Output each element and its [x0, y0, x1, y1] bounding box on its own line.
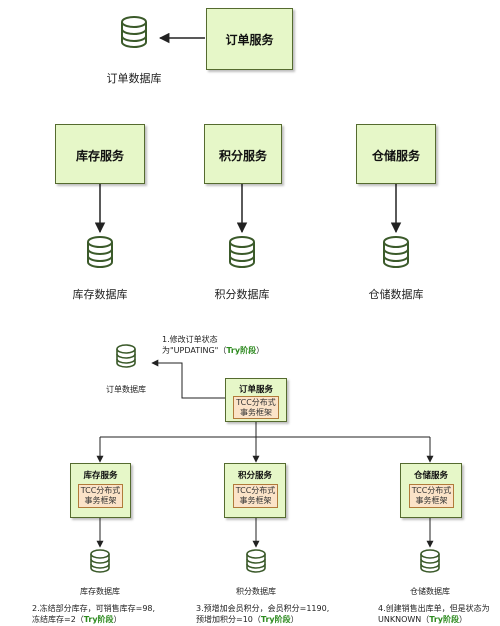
try-phase-label: Try阶段 [226, 346, 257, 355]
order-service-label-bottom: 订单服务 [238, 385, 273, 395]
inventory-db-label-bottom: 库存数据库 [80, 587, 120, 596]
tcc-framework-box-warehouse: TCC分布式 事务框架 [409, 484, 454, 508]
warehouse-service-box: 仓储服务 [356, 124, 436, 184]
order-db-label-bottom: 订单数据库 [106, 385, 146, 394]
inventory-service-label-bottom: 库存服务 [83, 471, 118, 481]
order-service-box-bottom: 订单服务 TCC分布式 事务框架 [225, 378, 287, 422]
inventory-db-icon [87, 236, 113, 268]
tcc-framework-box-points: TCC分布式 事务框架 [233, 484, 278, 508]
warehouse-db-label-bottom: 仓储数据库 [410, 587, 450, 596]
note-step-3: 3.预增加会员积分，会员积分=1190, 预增加积分=10（Try阶段） [196, 604, 330, 624]
points-db-label-bottom: 积分数据库 [236, 587, 276, 596]
warehouse-db-label: 仓储数据库 [368, 288, 424, 301]
warehouse-service-label: 仓储服务 [371, 149, 420, 163]
warehouse-service-label-bottom: 仓储服务 [413, 471, 448, 481]
tcc-framework-box-order: TCC分布式 事务框架 [233, 396, 279, 419]
order-db-label: 订单数据库 [106, 72, 162, 85]
tcc-framework-box-inventory: TCC分布式 事务框架 [78, 484, 123, 508]
order-db-icon [121, 16, 147, 48]
note-step-4: 4.创建销售出库单，但是状态为 UNKNOWN（Try阶段） [378, 604, 490, 624]
points-service-box-bottom: 积分服务 TCC分布式 事务框架 [224, 463, 286, 518]
points-db-icon-bottom [246, 549, 266, 573]
warehouse-service-box-bottom: 仓储服务 TCC分布式 事务框架 [400, 463, 462, 518]
warehouse-db-icon [383, 236, 409, 268]
points-service-label: 积分服务 [218, 149, 267, 163]
note-step-1-line1: 1.修改订单状态 [162, 335, 218, 344]
order-service-box: 订单服务 [206, 8, 293, 70]
inventory-service-box: 库存服务 [55, 124, 145, 184]
note-step-1-line2: 为"UPDATING"（Try阶段） [162, 346, 265, 355]
points-db-label: 积分数据库 [214, 288, 270, 301]
points-service-box: 积分服务 [204, 124, 282, 184]
order-db-icon-bottom [116, 344, 136, 368]
note-step-2: 2.冻结部分库存，可销售库存=98, 冻结库存=2（Try阶段） [32, 604, 156, 624]
arrow-order-to-order-db-bottom [151, 359, 225, 399]
note-step-1: 1.修改订单状态 为"UPDATING"（Try阶段） [162, 334, 264, 356]
inventory-service-label: 库存服务 [75, 149, 124, 163]
points-service-label-bottom: 积分服务 [237, 471, 272, 481]
inventory-service-box-bottom: 库存服务 TCC分布式 事务框架 [70, 463, 131, 518]
inventory-db-label: 库存数据库 [72, 288, 128, 301]
points-db-icon [229, 236, 255, 268]
order-service-label: 订单服务 [225, 33, 274, 47]
warehouse-db-icon-bottom [420, 549, 440, 573]
inventory-db-icon-bottom [90, 549, 110, 573]
